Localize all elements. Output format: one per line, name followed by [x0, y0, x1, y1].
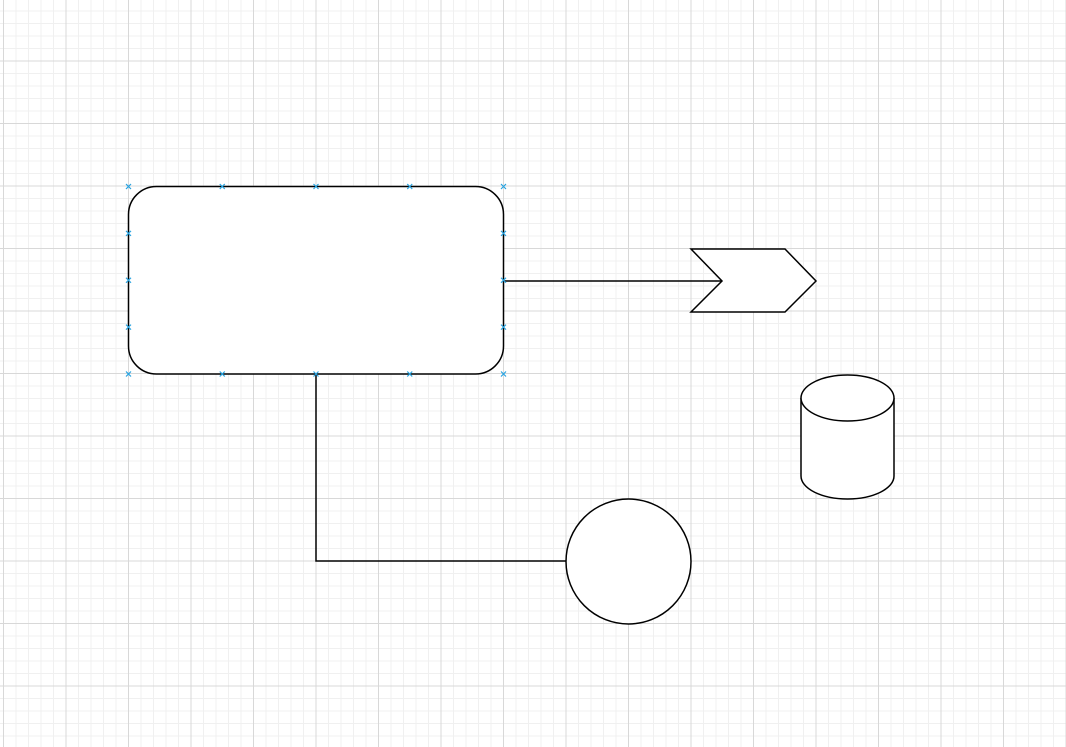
connection-point-icon[interactable] [500, 277, 507, 284]
connection-point-icon[interactable] [219, 371, 226, 377]
connection-point-icon[interactable] [125, 371, 132, 377]
connection-point-icon[interactable] [500, 230, 507, 237]
connection-point-icon[interactable] [125, 183, 132, 190]
connection-point-icon[interactable] [125, 324, 132, 331]
connection-point-icon[interactable] [406, 183, 413, 190]
cylinder-shape[interactable] [800, 374, 895, 500]
connection-points [125, 183, 507, 377]
connection-point-icon[interactable] [500, 324, 507, 331]
connection-point-icon[interactable] [125, 230, 132, 237]
connection-point-icon[interactable] [500, 183, 507, 190]
connection-point-icon[interactable] [313, 183, 319, 190]
connection-point-icon[interactable] [500, 371, 507, 377]
connection-point-icon[interactable] [125, 277, 132, 284]
connection-point-icon[interactable] [219, 183, 226, 190]
connector-rectangle-to-circle[interactable] [315, 374, 566, 562]
rounded-rectangle-shape[interactable] [127, 185, 505, 375]
connection-point-icon[interactable] [313, 371, 319, 377]
connection-point-icon[interactable] [406, 371, 413, 377]
chevron-step-shape[interactable] [689, 248, 818, 313]
circle-shape[interactable] [565, 498, 692, 625]
